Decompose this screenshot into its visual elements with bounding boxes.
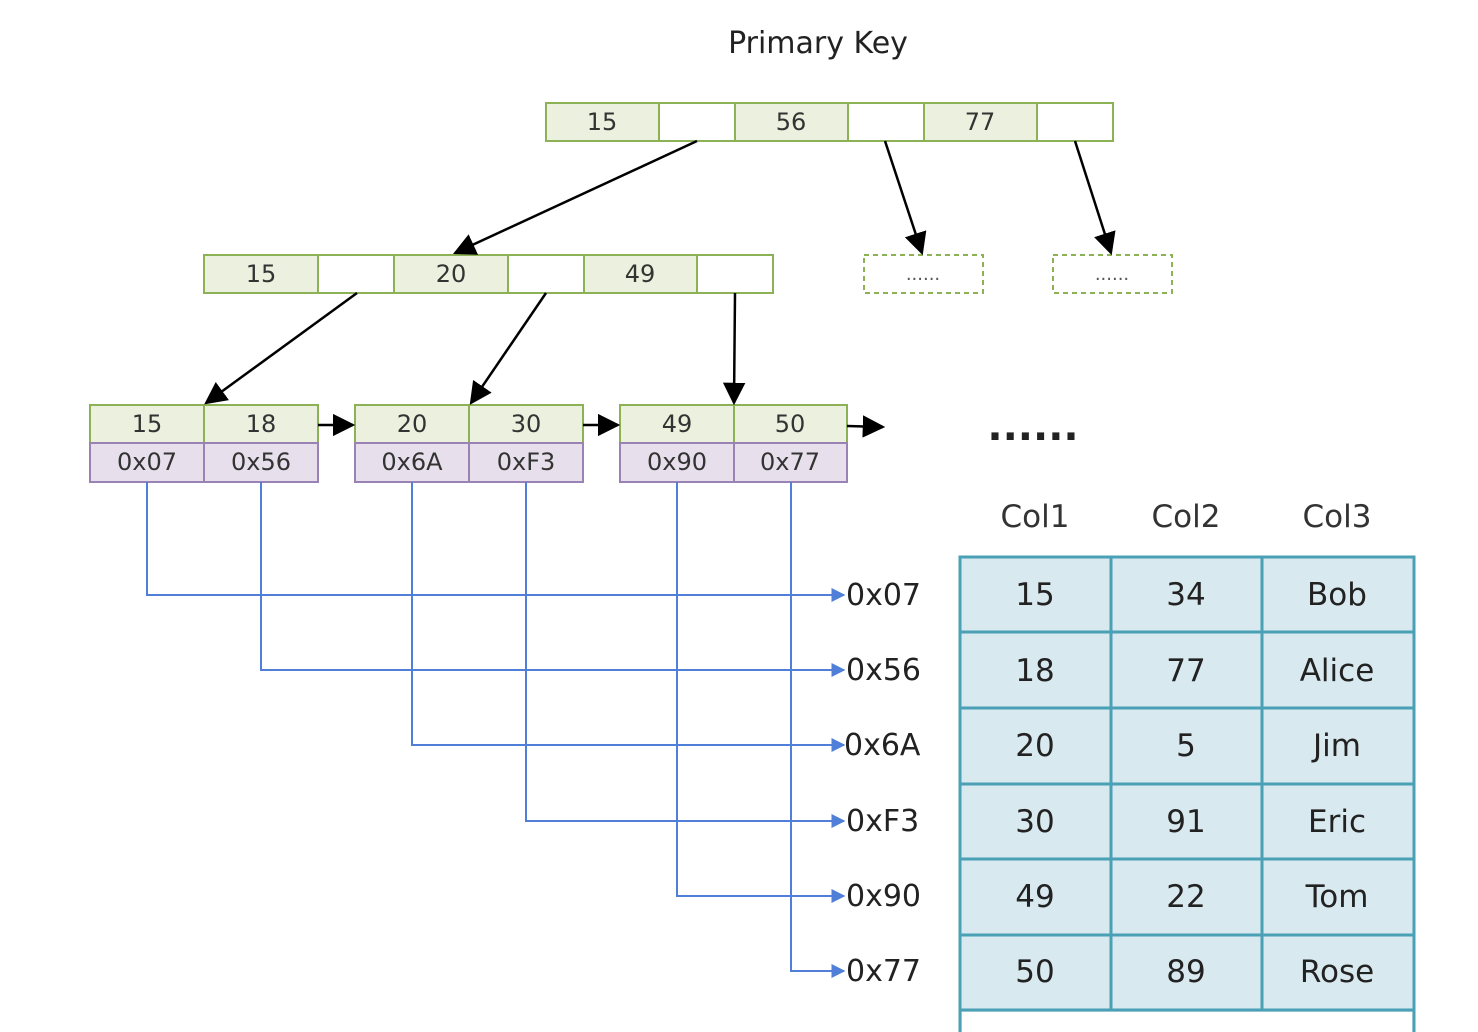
table-cell: 30 <box>1015 804 1054 840</box>
placeholder-dots: ...... <box>906 264 940 285</box>
table-row: 50 89 Rose <box>1015 954 1374 990</box>
internal-node: 15 20 49 <box>203 254 774 294</box>
internal-key: 15 <box>246 260 277 288</box>
leaf-node: 49 50 0x90 0x77 <box>619 404 848 483</box>
table-header: Col1 Col2 Col3 <box>1001 499 1372 535</box>
table-cell: Eric <box>1308 804 1366 840</box>
internal-key: 49 <box>625 260 656 288</box>
table-cell: 34 <box>1166 577 1205 613</box>
leaf-key: 50 <box>775 410 806 438</box>
internal-pointer-cell <box>696 254 774 294</box>
table-cell: 91 <box>1166 804 1205 840</box>
root-pointer-cell <box>1036 102 1114 142</box>
table-cell: Bob <box>1307 577 1367 613</box>
root-key: 77 <box>965 108 996 136</box>
table-row: 49 22 Tom <box>1015 879 1368 915</box>
arrow-root-to-placeholder <box>1073 140 1116 256</box>
column-header: Col1 <box>1001 499 1070 535</box>
internal-key-cell <box>583 254 698 294</box>
leaf-node: 20 30 0x6A 0xF3 <box>354 404 584 483</box>
row-pointer: 0x90 <box>846 879 921 914</box>
table-cell: Jim <box>1311 728 1361 764</box>
table-cell: 20 <box>1015 728 1054 764</box>
root-key-cell <box>923 102 1038 142</box>
table-cell: Tom <box>1305 879 1369 915</box>
leaf-key: 30 <box>511 410 542 438</box>
placeholder-dots: ...... <box>1095 264 1129 285</box>
diagram-title: Primary Key <box>728 26 908 61</box>
column-header: Col2 <box>1152 499 1221 535</box>
leaf-address: 0x90 <box>647 448 707 476</box>
row-pointer: 0x77 <box>846 954 921 989</box>
table-cell: 5 <box>1176 728 1196 764</box>
continuation-dots: ...... <box>987 404 1078 450</box>
placeholder-node: ...... <box>863 254 984 294</box>
leaf-key: 15 <box>132 410 163 438</box>
leaf-address: 0xF3 <box>497 448 556 476</box>
row-pointer-lines <box>146 482 846 978</box>
root-key-cell <box>545 102 660 142</box>
arrow-leaf-link <box>846 415 886 438</box>
leaf-node: 15 18 0x07 0x56 <box>89 404 319 483</box>
root-pointer-cell <box>658 102 736 142</box>
table-cell: 18 <box>1015 653 1054 689</box>
table-row: 20 5 Jim <box>1015 728 1361 764</box>
table-cell: 15 <box>1015 577 1054 613</box>
internal-key-cell <box>203 254 319 294</box>
data-table: 15 34 Bob 18 77 Alice 20 5 Jim 30 91 Eri… <box>958 555 1416 1032</box>
row-pointer: 0x07 <box>846 578 921 613</box>
internal-pointer-cell <box>317 254 395 294</box>
arrow-internal-to-leaf <box>469 292 548 405</box>
table-cell: Alice <box>1300 653 1375 689</box>
root-node: 15 56 77 <box>545 102 1114 142</box>
arrow-root-to-internal <box>452 139 698 255</box>
row-pointer: 0x6A <box>844 728 921 763</box>
root-pointer-cell <box>847 102 925 142</box>
column-header: Col3 <box>1303 499 1372 535</box>
internal-key-cell <box>393 254 509 294</box>
leaf-key: 20 <box>397 410 428 438</box>
table-row: 30 91 Eric <box>1015 804 1366 840</box>
root-key: 15 <box>587 108 618 136</box>
table-cell: 77 <box>1166 653 1205 689</box>
leaf-key: 49 <box>662 410 693 438</box>
arrow-internal-to-leaf <box>722 292 746 406</box>
leaf-address: 0x6A <box>381 448 443 476</box>
internal-key: 20 <box>436 260 467 288</box>
table-cell: 50 <box>1015 954 1054 990</box>
table-row: 18 77 Alice <box>1015 653 1374 689</box>
row-pointer-labels: 0x07 0x56 0x6A 0xF3 0x90 0x77 <box>844 578 921 989</box>
tree-arrows <box>204 139 1116 438</box>
table-cell: 49 <box>1015 879 1054 915</box>
leaf-address: 0x07 <box>117 448 177 476</box>
root-key: 56 <box>776 108 807 136</box>
row-pointer: 0xF3 <box>846 804 919 839</box>
table-cell: 22 <box>1166 879 1205 915</box>
arrow-internal-to-leaf <box>204 291 358 405</box>
placeholder-node: ...... <box>1052 254 1173 294</box>
leaf-address: 0x56 <box>231 448 291 476</box>
root-key-cell <box>734 102 849 142</box>
leaf-address: 0x77 <box>760 448 820 476</box>
table-cell: Rose <box>1300 954 1374 990</box>
leaf-key: 18 <box>246 410 277 438</box>
internal-pointer-cell <box>507 254 585 294</box>
table-cell: 89 <box>1166 954 1205 990</box>
table-row: 15 34 Bob <box>1015 577 1367 613</box>
arrow-root-to-placeholder <box>883 140 927 256</box>
row-pointer: 0x56 <box>846 653 921 688</box>
